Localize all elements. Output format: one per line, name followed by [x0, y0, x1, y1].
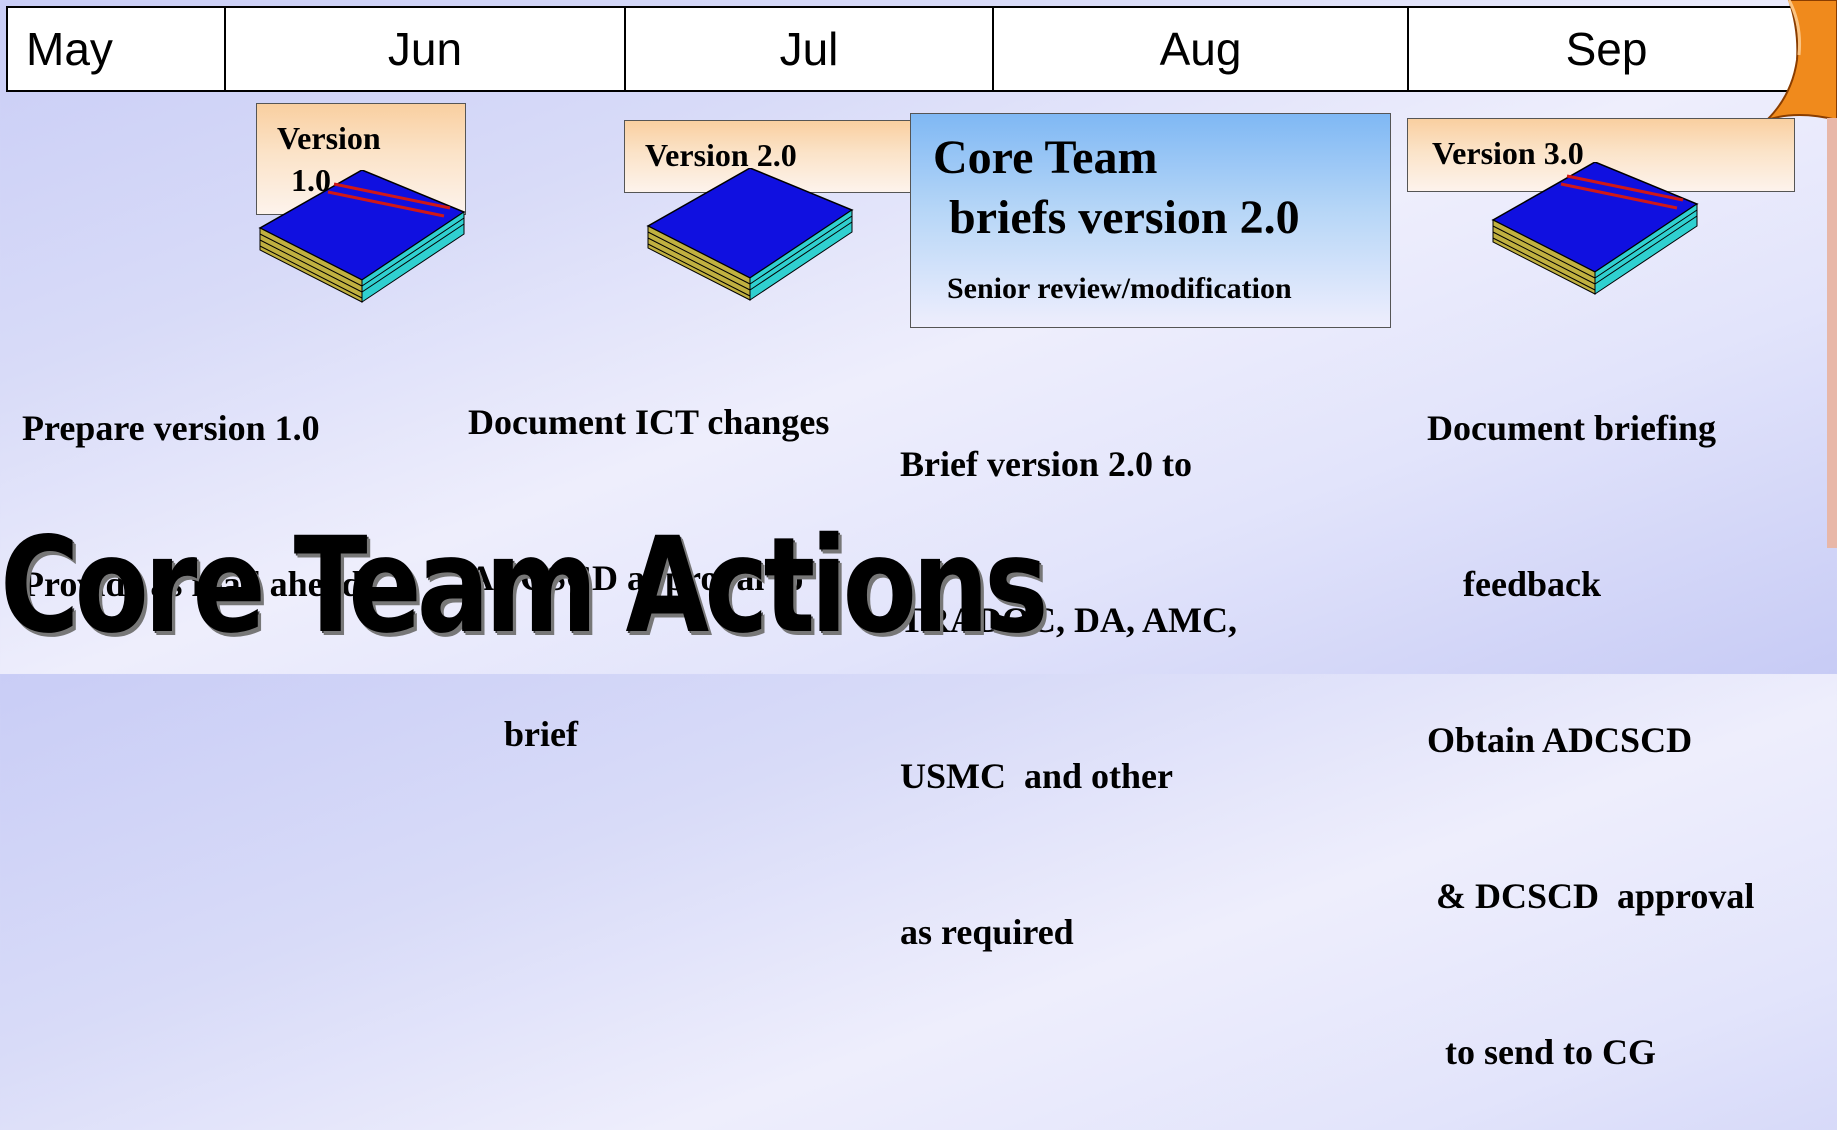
- description-line: TRADOC, DA, AMC,: [900, 600, 1237, 640]
- month-may: May: [8, 8, 226, 90]
- description-version-1: Prepare version 1.0 Provide as read ahea…: [22, 298, 362, 662]
- core-team-subtitle: Senior review/modification: [947, 272, 1292, 305]
- description-line: & DCSCD approval: [1427, 876, 1755, 916]
- book-icon: [646, 168, 854, 301]
- description-line: Prepare version 1.0: [22, 408, 320, 448]
- description-line: ADCSCD approval to: [468, 558, 804, 598]
- description-line: to send to CG: [1427, 1032, 1657, 1072]
- core-team-title-line1: Core Team: [933, 131, 1158, 184]
- book-icon: [1491, 162, 1699, 295]
- description-line: Obtain ADCSCD: [1427, 720, 1693, 760]
- right-edge-strip: [1827, 118, 1837, 548]
- core-team-title-line2: briefs version 2.0: [949, 191, 1300, 244]
- description-line: brief: [468, 714, 578, 754]
- description-line: Brief version 2.0 to: [900, 444, 1192, 484]
- month-jul: Jul: [626, 8, 994, 90]
- month-aug: Aug: [994, 8, 1409, 90]
- curved-arrow-icon: [1766, 0, 1837, 122]
- description-line: as required: [900, 912, 1074, 952]
- book-icon: [258, 170, 466, 303]
- description-line: Document ICT changes: [468, 402, 830, 442]
- description-brief: Brief version 2.0 to TRADOC, DA, AMC, US…: [900, 334, 1237, 1010]
- month-sep: Sep: [1565, 23, 1648, 75]
- timeline-bar: May Jun Jul Aug Sep: [6, 6, 1806, 92]
- description-line: Document briefing: [1427, 408, 1716, 448]
- version-2-label: Version 2.0: [645, 137, 797, 173]
- month-jun: Jun: [226, 8, 626, 90]
- core-team-box: Core Team briefs version 2.0 Senior revi…: [910, 113, 1391, 328]
- version-1-line1: Version: [277, 120, 381, 156]
- description-version-3: Document briefing feedback Obtain ADCSCD…: [1427, 298, 1754, 1130]
- slide-title: Core Team Actions: [0, 509, 1049, 663]
- version-3-label: Version 3.0: [1432, 135, 1584, 171]
- version-1-label-box: Version 1.0: [256, 103, 466, 215]
- description-line: feedback: [1427, 564, 1601, 604]
- description-line: USMC and other: [900, 756, 1174, 796]
- description-line: Provide as read ahead: [22, 564, 362, 604]
